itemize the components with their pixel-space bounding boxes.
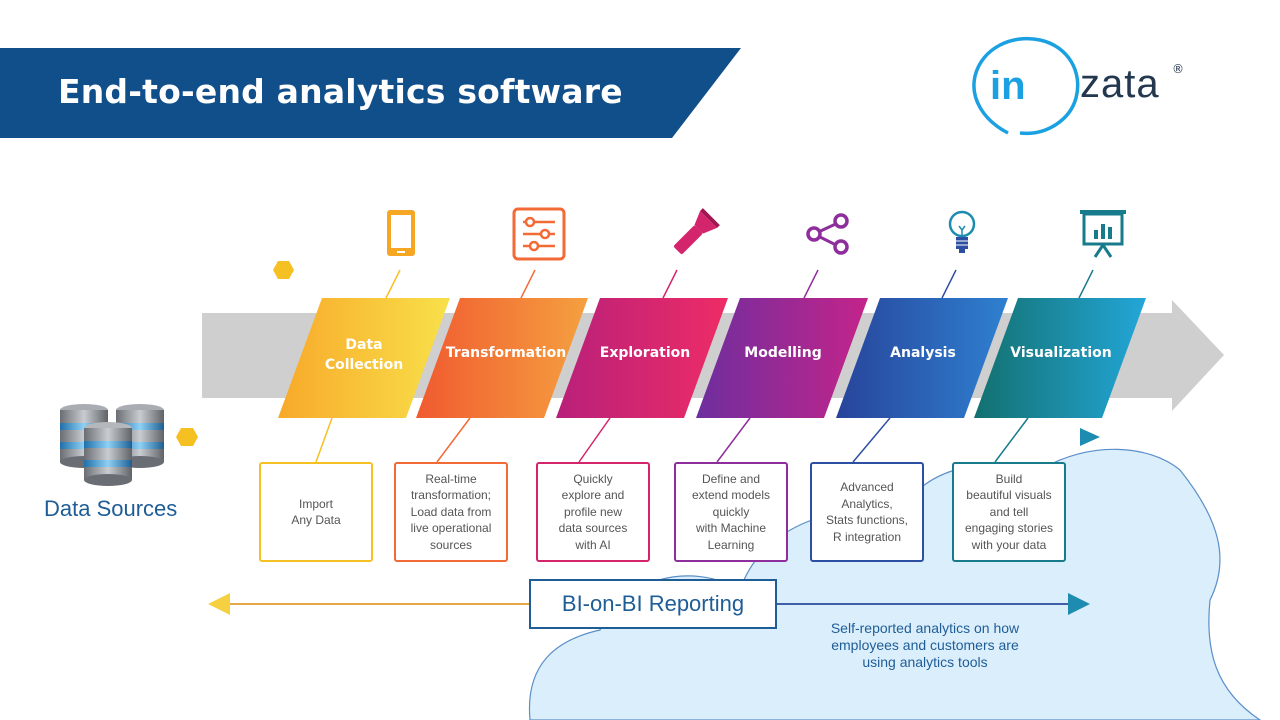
- flashlight-icon: [674, 208, 720, 254]
- middle-timeline-arrowhead: [1080, 428, 1100, 446]
- stage-label-exploration: Exploration: [599, 345, 691, 361]
- stage-icons: [387, 207, 1126, 261]
- logo-suffix: zata: [1080, 62, 1160, 106]
- page-title: End-to-end analytics software: [58, 72, 623, 111]
- stage-label-modelling: Modelling: [744, 345, 822, 361]
- connector-top-transformation: [520, 269, 536, 299]
- logo-prefix: in: [990, 64, 1026, 108]
- logo-ring: [972, 37, 1080, 136]
- stage-shape-exploration: [556, 298, 728, 418]
- connector-bottom-exploration: [578, 417, 611, 463]
- stage-shape-data-collection: [278, 298, 450, 418]
- stage-shapes: [278, 298, 1146, 418]
- connector-bottom-analysis: [852, 417, 891, 463]
- data-sources-label: Data Sources: [44, 496, 178, 521]
- top-timeline-marker: [273, 261, 294, 279]
- bi-on-bi-reporting-box: BI-on-BI Reporting: [529, 579, 777, 629]
- stage-label-analysis: Analysis: [890, 345, 956, 361]
- connector-bottom-data-collection: [315, 417, 333, 463]
- stage-label-transformation: Transformation: [445, 345, 567, 361]
- logo-registered-mark: ®: [1172, 62, 1184, 76]
- stage-shape-analysis: [836, 298, 1008, 418]
- connector-top-data-collection: [385, 269, 401, 299]
- reporting-arrow-right: [1068, 593, 1090, 615]
- database-icon: [60, 404, 164, 486]
- sliders-icon: [512, 207, 566, 261]
- connector-top-modelling: [803, 269, 819, 299]
- tablet-icon: [387, 210, 415, 256]
- reporting-note: Self-reported analytics on how employees…: [830, 620, 1020, 670]
- reporting-arrow-left: [208, 593, 230, 615]
- connector-bottom-modelling: [716, 417, 751, 463]
- connector-top-visualization: [1078, 269, 1094, 299]
- stage-shape-visualization: [974, 298, 1146, 418]
- connector-bottom-visualization: [994, 417, 1029, 463]
- middle-timeline-marker: [176, 428, 198, 446]
- share-icon: [806, 213, 849, 255]
- connector-bottom-transformation: [436, 417, 471, 463]
- connector-top-analysis: [941, 269, 957, 299]
- connector-top-exploration: [662, 269, 678, 299]
- presentation-chart-icon: [1080, 210, 1126, 258]
- bi-on-bi-reporting-label: BI-on-BI Reporting: [561, 591, 745, 616]
- title-banner: [0, 48, 741, 138]
- stage-shape-modelling: [696, 298, 868, 418]
- lightbulb-icon: [948, 210, 976, 253]
- stage-label-visualization: Visualization: [1010, 345, 1112, 361]
- stage-shape-transformation: [416, 298, 588, 418]
- connectors: [315, 269, 1094, 463]
